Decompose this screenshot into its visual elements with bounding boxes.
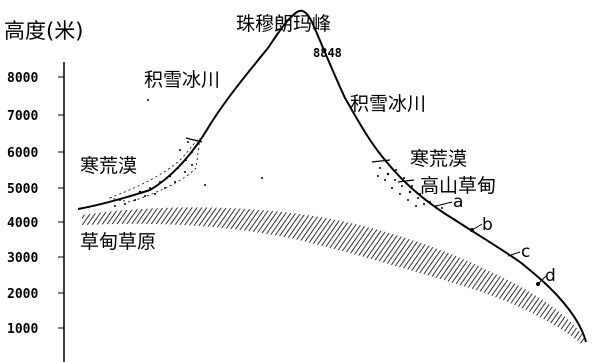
- marker-b-dot: [470, 228, 474, 232]
- tick-label-2000: 2000: [7, 287, 38, 302]
- zone-divider-marks: [185, 137, 415, 183]
- peak-name: 珠穆朗玛峰: [236, 13, 331, 35]
- axis-title: 高度(米): [4, 19, 83, 43]
- cold-desert-stipple-south: [377, 167, 443, 209]
- slope-markers: a b c d: [435, 192, 556, 286]
- tick-label-4000: 4000: [7, 216, 38, 231]
- marker-b: b: [482, 215, 493, 235]
- tick-label-7000: 7000: [7, 109, 38, 124]
- tick-label-8000: 8000: [7, 71, 38, 86]
- marker-d-dot: [536, 282, 540, 286]
- y-axis-ticks: 8000 7000 6000 5000 4000 3000 2000 1000: [7, 71, 64, 337]
- north-cold-desert-label: 寒荒漠: [80, 155, 137, 177]
- ground-hatch-band: [82, 207, 585, 345]
- tick-label-5000: 5000: [7, 182, 38, 197]
- tick-label-6000: 6000: [7, 146, 38, 161]
- mountain-profile: [77, 9, 587, 343]
- meadow-steppe-label: 草甸草原: [80, 231, 156, 253]
- alpine-meadow-label: 高山草甸: [420, 175, 496, 197]
- cold-desert-stipple-north: [108, 137, 201, 207]
- scatter-dots: [147, 99, 263, 186]
- marker-a: a: [453, 192, 463, 212]
- marker-d: d: [545, 266, 556, 286]
- north-glacier-label: 积雪冰川: [144, 69, 220, 91]
- south-glacier-label: 积雪冰川: [350, 93, 426, 115]
- tick-label-3000: 3000: [7, 251, 38, 266]
- marker-c: c: [521, 242, 530, 262]
- peak-elevation: 8848: [313, 46, 342, 60]
- south-cold-desert-label: 寒荒漠: [410, 148, 467, 170]
- tick-label-1000: 1000: [7, 322, 38, 337]
